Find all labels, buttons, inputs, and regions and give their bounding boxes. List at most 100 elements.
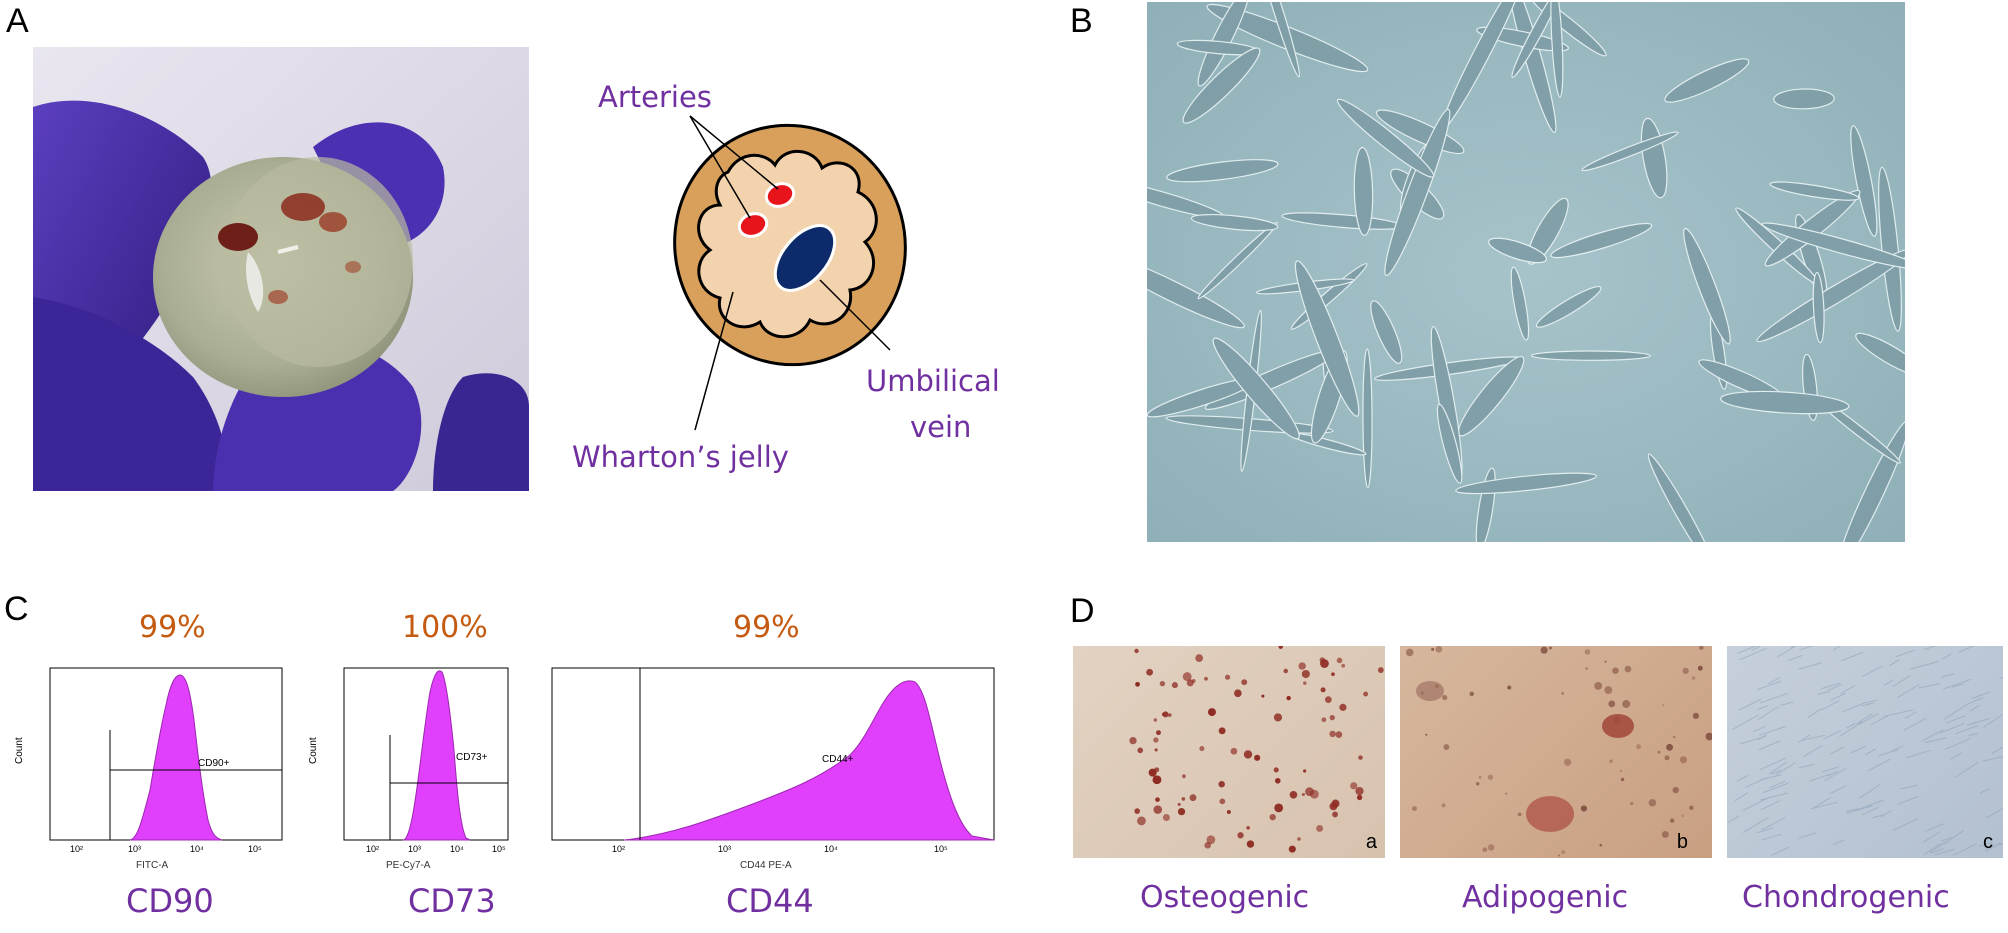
fiber [1930,848,1944,854]
fiber [1768,676,1781,685]
stain-dot [1320,659,1329,668]
cell [1550,222,1653,259]
fiber [1842,702,1865,713]
stain-dot [1246,840,1255,848]
cell [1197,2,1250,87]
stain-dot [1442,694,1448,701]
fiber [1946,715,1966,724]
stain-dot [1269,813,1276,821]
fiber [1967,718,1990,726]
cell-culture-micrograph [1147,2,1905,542]
stain-dot [1339,703,1347,711]
fiber [1935,848,1955,856]
stain-dot [1182,672,1192,682]
fiber [1839,720,1863,738]
fiber [1760,817,1786,831]
fiber [1742,816,1769,833]
cell [1535,286,1602,328]
osteogenic-sub-label: a [1365,831,1377,853]
stain-dot [1443,744,1450,751]
fiber [1954,761,1979,778]
fiber [1798,763,1815,769]
fiber [1810,801,1838,810]
stain-dot [1134,808,1140,814]
stain-dot [1679,756,1687,764]
stain-dot [1226,810,1231,815]
fiber [1859,713,1879,725]
stain-dot [1303,681,1307,685]
fiber [1807,708,1823,718]
umbilical-cord-diagram [673,123,907,367]
cd73-tick-4: 10⁵ [492,844,506,854]
fiber [1771,846,1790,856]
stain-dot [1335,731,1343,739]
fiber [1985,841,2008,850]
cell [1257,2,1301,78]
stain-dot [1608,700,1616,708]
fiber [1944,830,1965,844]
fiber [1768,761,1788,775]
stain-dot [1261,694,1265,698]
stain-dot [1619,769,1623,773]
cd44-tick-2: 10³ [718,844,731,854]
histogram-cd90: CD90+ Count 10² 10³ 10⁴ 10⁵ [14,667,283,854]
stain-dot [1435,645,1443,653]
stain-dot [1557,854,1560,857]
stain-dot [1358,755,1363,760]
stain-dot [1329,802,1338,811]
fiber [1738,698,1762,711]
stain-dot [1146,668,1154,676]
cell [1294,260,1360,417]
fiber [1895,649,1915,658]
stain-dot [1561,692,1564,695]
fiber [1906,749,1932,759]
fiber [1863,699,1878,704]
stain-dot [1441,803,1446,808]
stain-dot [1405,648,1414,657]
fiber [1900,784,1918,790]
stain-dot [1129,736,1137,745]
osteogenic-image: a [1073,644,1385,858]
fiber [1856,713,1873,724]
stain-dot [1303,769,1307,773]
stain-dot [1476,782,1480,786]
stain-dot [1309,789,1319,799]
cell [1510,266,1530,341]
stain-dot [1199,746,1205,752]
fiber [1761,833,1781,841]
fiber [1840,684,1856,695]
stain-dot [1301,792,1305,797]
cd90-tick-3: 10⁴ [190,844,204,854]
stain-dot [1177,807,1186,816]
cell [1166,159,1279,183]
fiber [1820,682,1840,690]
fiber [1967,732,1979,737]
stain-dot [1153,737,1159,743]
fiber [1871,814,1883,819]
cell [1550,2,1564,98]
stain-dot [1604,686,1613,694]
fiber [1799,641,1825,651]
fiber [1760,800,1780,811]
cd73-tick-1: 10² [366,844,379,854]
stain-dot [1191,678,1196,683]
fiber [1727,815,1740,824]
cd73-marker-label: CD73 [408,882,496,920]
fiber [1868,758,1892,772]
fiber [1850,745,1866,754]
fiber [1967,696,1984,705]
stain-dot [1689,805,1694,811]
histogram-cd73: CD73+ Count 10² 10³ 10⁴ 10⁵ [308,667,509,854]
artery-1 [764,182,796,208]
cell [1850,125,1878,237]
cd73-tick-2: 10³ [408,844,421,854]
stain-dot [1561,850,1566,855]
stain-dot [1341,663,1346,668]
cell [1336,98,1435,178]
fiber [1758,740,1781,751]
chondrogenic-image: c [1727,633,2008,858]
stain-dot [1162,711,1169,718]
stain-dot [1218,780,1225,788]
osteogenic-caption: Osteogenic [1140,880,1310,915]
